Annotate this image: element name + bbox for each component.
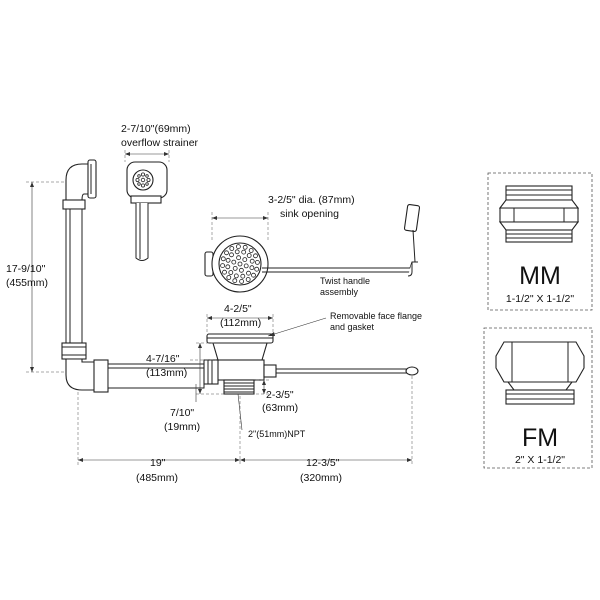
face-mm-label: (112mm): [220, 317, 261, 329]
strainer-hole: [234, 249, 240, 255]
strainer-hole: [229, 252, 234, 258]
strainer-hole: [241, 249, 247, 255]
adapter-mm-hex: [499, 207, 579, 223]
strainer-hole: [254, 259, 260, 265]
adapter-fm-box: [483, 327, 593, 469]
sink-opening-label: sink opening: [280, 208, 339, 220]
strainer-hole: [249, 265, 255, 271]
twist-handle-label: Twist handle: [320, 276, 370, 286]
body-inch-label: 4-7/16": [146, 353, 180, 365]
waste-body-side-view: [203, 333, 419, 395]
height-mm-label: (455mm): [6, 277, 48, 289]
strainer-hole: [238, 267, 244, 273]
adapter-mm-box: [487, 172, 593, 311]
handle-mm-label: (320mm): [300, 472, 342, 484]
flange-label-1: Removable face flange: [330, 311, 422, 321]
strainer-hole: [249, 258, 255, 264]
overflow-strainer-front: [126, 161, 168, 261]
waste-tee: [65, 358, 97, 391]
strainer-hole: [237, 261, 243, 267]
strainer-hole: [251, 272, 256, 278]
strainer-hole: [236, 255, 242, 261]
overflow-pipe-assembly: [61, 159, 205, 393]
sink-strainer-holes: [220, 244, 260, 284]
overflow-coupling: [62, 199, 86, 210]
strainer-hole: [240, 273, 246, 279]
strainer-hole: [242, 257, 248, 263]
overflow-width-label: 2-7/10"(69mm): [121, 123, 191, 135]
side-inlet-nut: [203, 359, 219, 385]
adapter-fm-size: 2" X 1-1/2": [515, 454, 565, 466]
depth-mm-label: (63mm): [262, 402, 298, 414]
strainer-hole: [228, 270, 234, 275]
strainer-hole: [232, 265, 238, 271]
length-mm-label: (485mm): [136, 472, 178, 484]
strainer-hole: [231, 259, 237, 265]
adapter-mm-size: 1-1/2" X 1-1/2": [506, 293, 574, 305]
strainer-hole: [225, 257, 231, 263]
handle-pivot: [263, 364, 277, 378]
dimension-lines: [26, 150, 413, 466]
strainer-tail: [135, 203, 149, 261]
thread-lines: [224, 382, 254, 393]
strainer-hole: [232, 278, 238, 284]
face-inch-label: 4-2/5": [224, 303, 252, 315]
height-inch-label: 17-9/10": [6, 263, 46, 275]
strainer-hole: [243, 263, 249, 269]
length-inch-label: 19": [150, 457, 166, 469]
strainer-hole: [245, 277, 251, 282]
strainer-hole: [226, 275, 232, 280]
strainer-hole: [222, 269, 227, 275]
offset-inch-label: 7/10": [170, 407, 194, 419]
depth-inch-label: 2-3/5": [266, 389, 294, 401]
npt-label: 2"(51mm)NPT: [248, 429, 306, 439]
strainer-body: [212, 342, 268, 361]
adapter-mm: MM 1-1/2" X 1-1/2": [487, 172, 593, 311]
dimension-labels: 2-7/10"(69mm) overflow strainer 17-9/10"…: [6, 123, 422, 484]
offset-mm-label: (19mm): [164, 421, 200, 433]
adapter-mm-code: MM: [519, 262, 561, 290]
strainer-hole: [246, 253, 252, 258]
adapter-mm-bottom-thread: [505, 229, 573, 243]
sink-strainer-top-view: [204, 204, 421, 293]
strainer-hole: [224, 250, 229, 256]
strainer-hole: [254, 266, 260, 272]
strainer-nut: [130, 195, 162, 204]
vertical-overflow-tube: [65, 208, 83, 344]
overflow-strainer-holes: [135, 172, 151, 188]
twist-handle-knob[interactable]: [403, 204, 421, 232]
strainer-hole: [225, 264, 231, 270]
twist-handle-rod: [262, 261, 418, 269]
strainer-hole: [246, 270, 251, 276]
strainer-hole: [233, 273, 239, 279]
strainer-hole: [248, 248, 254, 253]
adapter-fm-code: FM: [522, 424, 558, 452]
strainer-hole: [220, 256, 226, 262]
sink-opening-dia-label: 3-2/5" dia. (87mm): [268, 194, 355, 206]
adapter-mm-top-thread: [505, 185, 573, 201]
adapter-fm: FM 2" X 1-1/2": [483, 327, 593, 469]
body-mm-label: (113mm): [146, 367, 187, 379]
strainer-hole: [253, 253, 258, 259]
adapter-fm-hex-nut: [495, 341, 585, 383]
strainer-hole: [229, 246, 235, 251]
overflow-strainer-label: overflow strainer: [121, 137, 199, 149]
strainer-hole: [220, 263, 226, 269]
lower-slip-nut: [61, 342, 87, 360]
tee-slip-nut: [93, 359, 109, 393]
body-housing: [215, 359, 265, 381]
assembly-label: assembly: [320, 287, 359, 297]
adapter-fm-thread: [505, 389, 575, 405]
strainer-hole: [242, 244, 248, 250]
overflow-face-flange: [87, 159, 97, 199]
strainer-hole: [235, 244, 241, 250]
flange-label-2: and gasket: [330, 322, 375, 332]
waste-handle-tip[interactable]: [405, 366, 419, 376]
handle-inch-label: 12-3/5": [306, 457, 340, 469]
strainer-hole: [239, 278, 245, 284]
